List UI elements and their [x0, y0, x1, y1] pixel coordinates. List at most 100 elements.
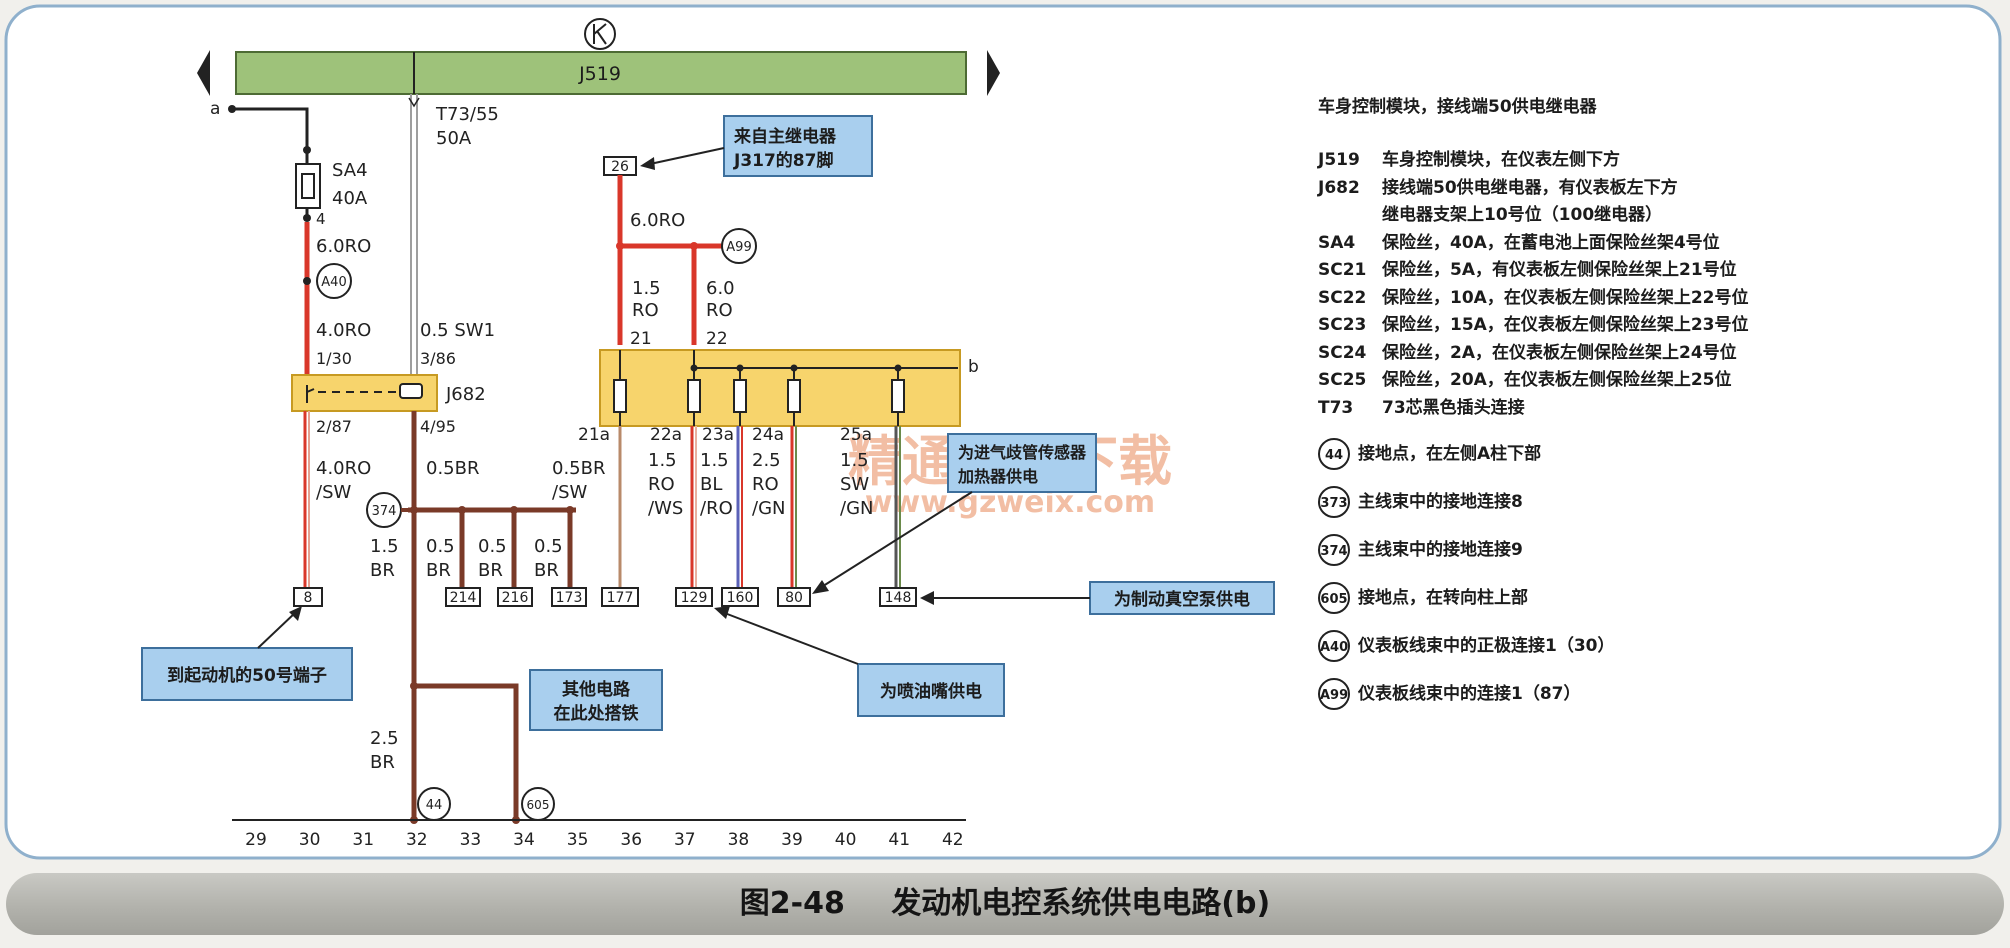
svg-text:SW: SW: [840, 474, 869, 495]
callout-vacuum-pump: [1089, 581, 1275, 615]
fuse-sa4-pin: 4: [316, 210, 326, 228]
wire-t73-55: [410, 94, 418, 377]
legend-ground-item: 44 接地点，在左侧A柱下部: [1318, 430, 1748, 478]
ruler-number: 40: [835, 830, 857, 850]
svg-text:173: 173: [556, 590, 583, 606]
fuse-sa4-rating: 40A: [332, 188, 368, 209]
svg-text:2.5: 2.5: [752, 450, 781, 471]
legend-ground-code: 44: [1318, 438, 1350, 470]
svg-text:RO: RO: [648, 474, 675, 495]
legend-item-code: SC22: [1318, 287, 1367, 308]
connection-a99: [721, 228, 757, 264]
svg-text:/SW: /SW: [552, 482, 587, 503]
legend-item-code: J519: [1318, 150, 1360, 170]
svg-text:216: 216: [502, 590, 529, 606]
legend-item-desc: 73芯黑色插头连接: [1382, 397, 1525, 418]
svg-text:A99: A99: [726, 240, 751, 255]
connector-t73-current: 50A: [436, 128, 472, 149]
svg-text:/GN: /GN: [840, 498, 873, 519]
svg-text:22a: 22a: [650, 425, 682, 445]
svg-text:为制动真空泵供电: 为制动真空泵供电: [1114, 589, 1250, 610]
wire-a: [232, 107, 309, 150]
svg-text:RO: RO: [706, 300, 733, 321]
legend-item-code: SC23: [1318, 315, 1367, 335]
svg-text:BR: BR: [478, 560, 503, 581]
svg-text:129: 129: [681, 590, 708, 606]
legend-ground-code: 605: [1318, 582, 1350, 614]
legend-item-code: SC24: [1318, 342, 1367, 363]
svg-text:6.0RO: 6.0RO: [630, 210, 685, 231]
legend-ground-code: A40: [1318, 630, 1350, 662]
ruler-number: 35: [567, 830, 589, 850]
terminal-160: [721, 587, 759, 607]
svg-text:1.5: 1.5: [840, 450, 869, 471]
legend-ground-desc: 接地点，在转向柱上部: [1358, 588, 1528, 608]
svg-text:374: 374: [372, 504, 397, 519]
svg-text:21a: 21a: [578, 425, 610, 445]
legend-item: J519 车身控制模块，在仪表左侧下方: [1318, 147, 1748, 175]
svg-text:加热器供电: 加热器供电: [957, 467, 1038, 486]
terminal-214: [445, 587, 481, 607]
svg-text:1.5: 1.5: [700, 450, 729, 471]
callout-other-ground: [529, 669, 663, 731]
connection-a40: [316, 263, 352, 299]
legend-item-desc: 保险丝，2A，在仪表板左侧保险丝架上24号位: [1382, 342, 1737, 363]
figure-number: 图2-48: [739, 886, 845, 921]
terminal-129: [675, 587, 713, 607]
svg-text:RO: RO: [632, 300, 659, 321]
svg-text:0.5: 0.5: [426, 536, 455, 557]
svg-text:/WS: /WS: [648, 498, 683, 519]
terminal-177: [601, 587, 639, 607]
fuse-sc23: [733, 379, 747, 413]
svg-text:为进气歧管传感器: 为进气歧管传感器: [958, 443, 1087, 462]
legend-ground-desc: 接地点，在左侧A柱下部: [1358, 444, 1542, 464]
callout-injector: [857, 663, 1005, 717]
svg-text:/SW: /SW: [316, 482, 351, 503]
wire-60ro-left-label: 6.0RO: [316, 236, 371, 257]
module-symbol-icon: [584, 18, 616, 50]
svg-text:44: 44: [426, 798, 443, 813]
svg-text:RO: RO: [752, 474, 779, 495]
svg-text:160: 160: [727, 590, 754, 606]
legend-item: SC23 保险丝，15A，在仪表板左侧保险丝架上23号位: [1318, 312, 1748, 340]
ruler-number: 33: [460, 830, 482, 850]
svg-text:1.5: 1.5: [648, 450, 677, 471]
legend-item-desc: 车身控制模块，在仪表左侧下方: [1382, 150, 1620, 170]
legend-item: 继电器支架上10号位（100继电器）: [1318, 202, 1748, 230]
svg-text:25a: 25a: [840, 425, 872, 445]
relay-pin-1-30: 1/30: [316, 349, 352, 368]
svg-text:26: 26: [611, 159, 629, 175]
svg-text:1.5: 1.5: [632, 278, 661, 299]
fuse-sc25: [891, 379, 905, 413]
ruler-number: 37: [674, 830, 696, 850]
legend-header: 车身控制模块，接线端50供电继电器: [1318, 97, 1597, 117]
svg-text:其他电路: 其他电路: [562, 679, 631, 700]
svg-text:BR: BR: [370, 560, 395, 581]
legend-item-desc: 保险丝，15A，在仪表板左侧保险丝架上23号位: [1382, 315, 1749, 335]
svg-text:214: 214: [450, 590, 477, 606]
fuse-box-sc: [599, 349, 961, 427]
svg-text:0.5: 0.5: [478, 536, 507, 557]
svg-text:6.0: 6.0: [706, 278, 735, 299]
caption-band: 图2-48 发动机电控系统供电电路(b): [6, 873, 2004, 935]
relay-j682-label: J682: [445, 384, 486, 405]
terminal-8: [293, 587, 323, 607]
svg-text:BR: BR: [534, 560, 559, 581]
legend-item-desc: 保险丝，10A，在仪表板左侧保险丝架上22号位: [1382, 287, 1749, 308]
svg-text:23a: 23a: [702, 425, 734, 445]
legend-item-desc: 保险丝，5A，有仪表板左侧保险丝架上21号位: [1382, 260, 1737, 280]
left-continue-arrow-icon: [197, 50, 210, 96]
ruler-number: 31: [352, 830, 374, 850]
module-j519-label: J519: [578, 63, 621, 85]
ruler-number: 34: [513, 830, 535, 850]
svg-text:在此处搭铁: 在此处搭铁: [554, 703, 639, 724]
wire-40ro-top-label: 4.0RO: [316, 320, 371, 341]
svg-text:177: 177: [607, 590, 634, 606]
svg-text:22: 22: [706, 329, 728, 349]
